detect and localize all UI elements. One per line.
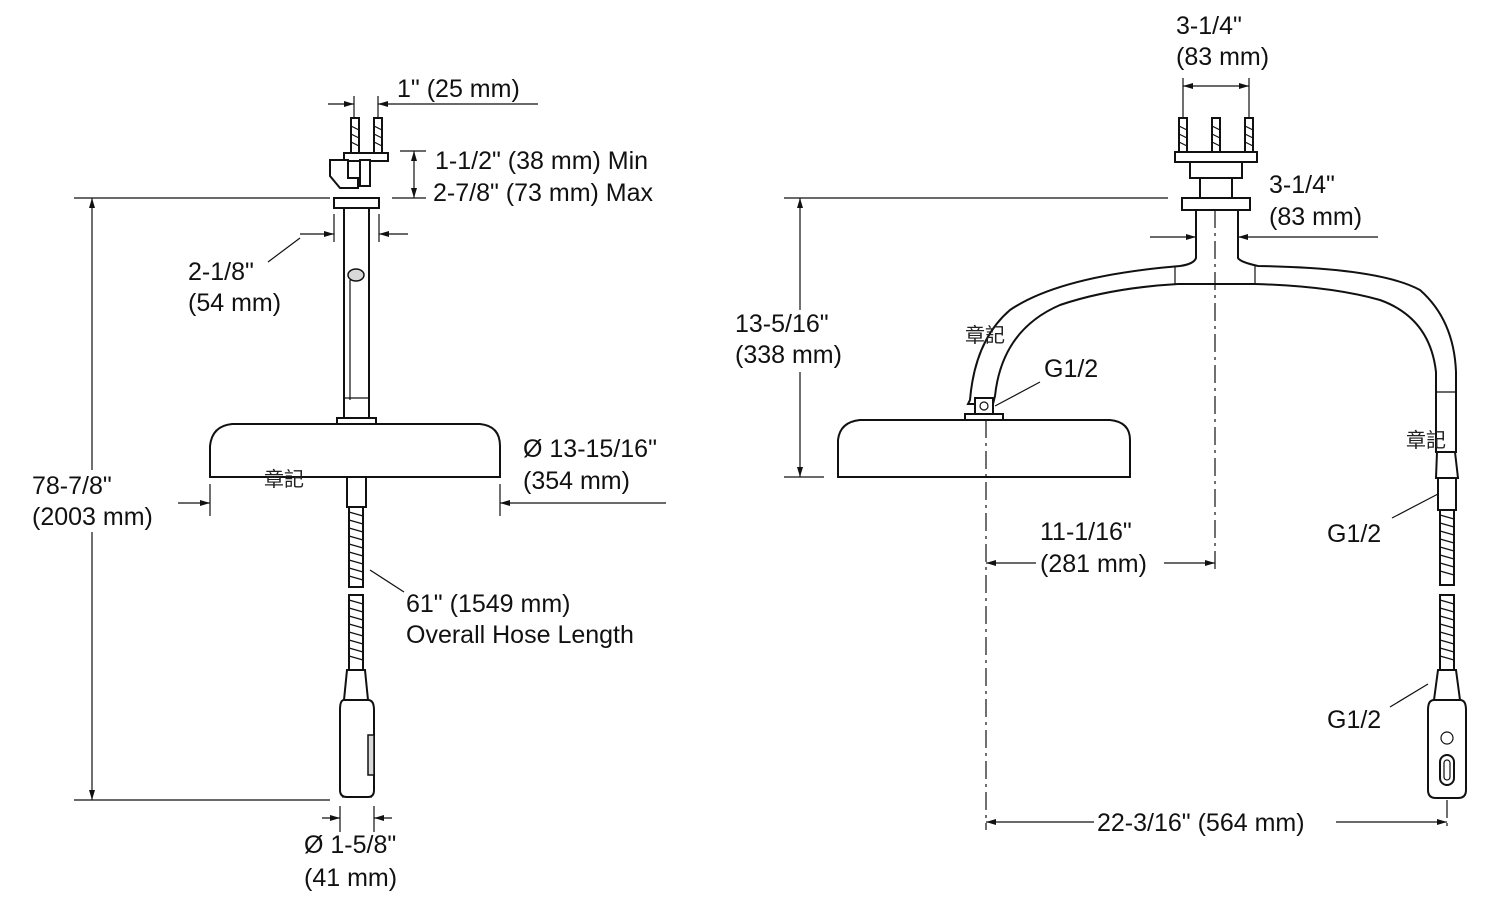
dim-handshower-diameter <box>322 806 392 832</box>
dim-arm-diameter <box>267 214 408 263</box>
arched-arm <box>966 209 1457 453</box>
watermark: 章記 <box>264 467 304 491</box>
hose-front <box>1439 509 1455 671</box>
label-head-diameter-mm: (354 mm) <box>523 467 630 495</box>
rain-showerhead-front <box>837 419 1131 478</box>
dim-hole-spacing <box>328 96 538 118</box>
dim-overall-width <box>986 819 1447 825</box>
leader-connector-head <box>994 381 1041 407</box>
leader-connector-hose-bottom <box>1389 683 1429 708</box>
mounting-bracket <box>1174 117 1258 199</box>
dim-flange-width <box>1150 234 1378 240</box>
leader-connector-hose-top <box>1391 493 1439 519</box>
label-head-diameter-in: Ø 13-15/16" <box>523 435 657 463</box>
dim-arm-height <box>784 197 1168 478</box>
leader-hose-length <box>369 569 405 593</box>
label-head-offset-in: 11-1/16" <box>1040 518 1132 546</box>
watermark: 章記 <box>965 323 1005 347</box>
label-mount-max: 2-7/8" (73 mm) Max <box>433 179 654 207</box>
label-mount-width-mm: (83 mm) <box>1176 43 1269 71</box>
label-arm-height-mm: (338 mm) <box>735 341 842 369</box>
label-flange-mm: (83 mm) <box>1269 203 1362 231</box>
shower-arm <box>336 207 377 425</box>
right-view: 3-1/4" (83 mm) 3-1/4" (83 mm) 13-5/16" (… <box>735 12 1467 837</box>
left-view: 1" (25 mm) 1-1/2" (38 mm) Min 2-7/8" (73… <box>32 75 666 892</box>
label-overall-width: 22-3/16" (564 mm) <box>1097 809 1305 837</box>
label-hole-spacing: 1" (25 mm) <box>397 75 520 103</box>
label-mount-width-in: 3-1/4" <box>1176 12 1242 40</box>
label-arm-diameter-in: 2-1/8" <box>188 258 254 286</box>
label-hose-caption: Overall Hose Length <box>406 621 634 649</box>
rain-showerhead <box>209 423 501 478</box>
label-handshower-diameter-in: Ø 1-5/8" <box>304 831 396 859</box>
arm-hose-connector <box>1434 451 1460 479</box>
label-arm-diameter-mm: (54 mm) <box>188 289 281 317</box>
label-height-mm: (2003 mm) <box>32 503 153 531</box>
label-connector-hose-bottom: G1/2 <box>1327 706 1381 734</box>
label-mount-min: 1-1/2" (38 mm) Min <box>435 147 648 175</box>
label-arm-height-in: 13-5/16" <box>735 310 829 338</box>
dim-overall-height <box>74 197 330 801</box>
watermark: 章記 <box>1406 428 1446 452</box>
dim-mount-width <box>1182 78 1250 118</box>
head-connector <box>964 397 1004 421</box>
handshower-front <box>1427 669 1467 799</box>
mounting-bolts <box>329 117 389 189</box>
handshower <box>339 669 375 798</box>
label-handshower-diameter-mm: (41 mm) <box>304 864 397 892</box>
label-connector-head: G1/2 <box>1044 355 1098 383</box>
ceiling-flange-front <box>1181 197 1251 211</box>
hose-connector <box>346 476 367 508</box>
dim-head-diameter <box>178 484 666 516</box>
hose <box>348 506 364 671</box>
label-height-in: 78-7/8" <box>32 472 112 500</box>
label-head-offset-mm: (281 mm) <box>1040 550 1147 578</box>
label-hose-length: 61" (1549 mm) <box>406 590 571 618</box>
label-connector-hose-top: G1/2 <box>1327 520 1381 548</box>
dim-mount-thickness <box>392 150 426 199</box>
dim-head-offset <box>986 560 1215 566</box>
label-flange-in: 3-1/4" <box>1269 171 1335 199</box>
ceiling-flange <box>333 197 380 209</box>
